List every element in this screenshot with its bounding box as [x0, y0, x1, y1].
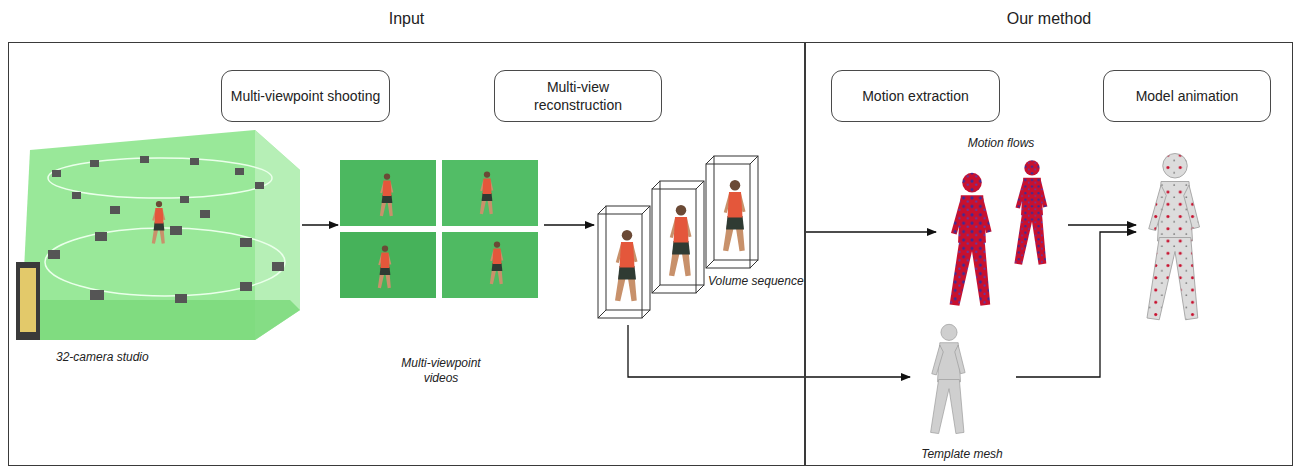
illustration-group: Template mesh	[910, 318, 1014, 464]
illustration-group: Multi-viewpoint videos	[338, 158, 544, 390]
process-box: Model animation	[1103, 70, 1271, 122]
merge-arrows	[1016, 225, 1136, 377]
template-mesh-figure	[931, 324, 966, 433]
box-label: Model animation	[1136, 87, 1239, 105]
figure-caption: 32-camera studio	[56, 350, 149, 365]
process-box: Multi-view reconstruction	[494, 70, 662, 122]
box-label: Multi-viewpoint shooting	[231, 87, 380, 105]
flow-arrow	[804, 231, 936, 232]
section-panel: Our methodMotion extractionModel animati…	[805, 42, 1293, 466]
flow-figure	[1014, 160, 1047, 265]
volume-figure	[615, 230, 638, 301]
volume-figure	[669, 205, 692, 276]
panel-heading: Input	[9, 10, 804, 28]
animated-model-figure	[1147, 154, 1200, 320]
volume-figure	[723, 180, 746, 251]
panel-heading: Our method	[806, 10, 1292, 28]
figure-caption: Motion flows	[936, 136, 1066, 151]
box-label: Multi-view reconstruction	[503, 78, 653, 114]
flow-figure	[950, 173, 992, 306]
figure-caption: Template mesh	[910, 447, 1014, 462]
section-panel: InputMulti-viewpoint shootingMulti-view …	[8, 42, 805, 466]
illustration-group: Volume sequence	[594, 150, 804, 325]
studio-illustration	[16, 130, 300, 340]
figure-caption: Multi-viewpoint videos	[338, 356, 544, 386]
video-frames	[340, 160, 538, 298]
flow-arrow	[302, 224, 338, 225]
illustration-group: 32-camera studio	[14, 128, 302, 378]
flow-arrow	[628, 325, 910, 377]
box-label: Motion extraction	[862, 87, 969, 105]
flow-arrow	[544, 224, 594, 225]
figure-caption: Volume sequence	[708, 274, 804, 289]
process-box: Multi-viewpoint shooting	[221, 70, 390, 122]
volume-frames	[598, 156, 758, 318]
process-box: Motion extraction	[831, 70, 1000, 122]
illustration-group: Motion flows	[936, 136, 1066, 310]
